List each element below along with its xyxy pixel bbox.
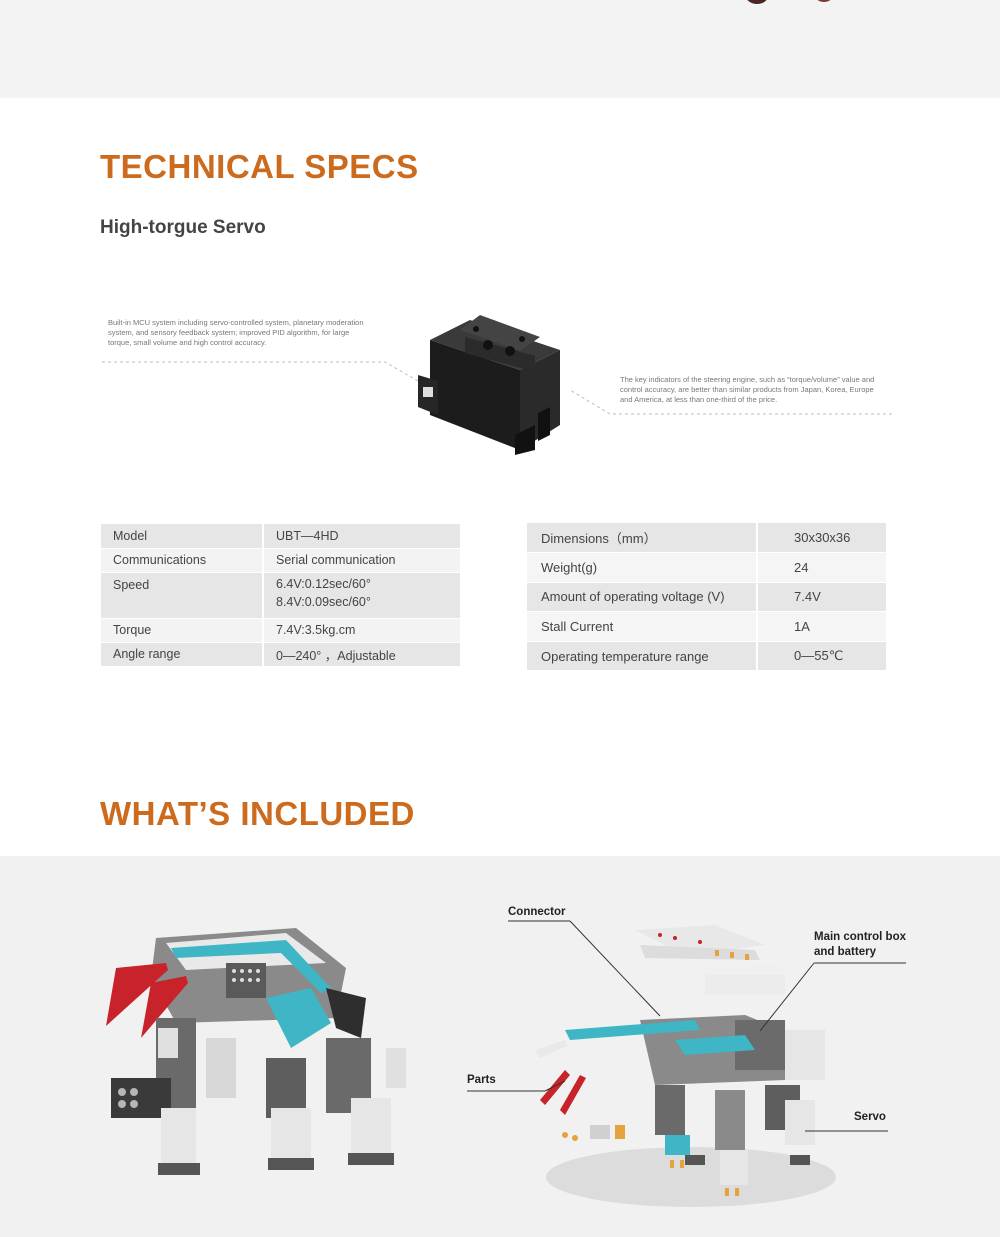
table-row: Angle range 0—240° ，Adjustable [101,642,460,667]
callout-mcu-system: Built-in MCU system including servo-cont… [108,318,364,347]
spec-key: Amount of operating voltage (V) [527,582,758,613]
label-line: and battery [814,946,876,958]
table-row: Operating temperature range 0—55℃ [527,641,886,672]
whats-included-title: WHAT’S INCLUDED [100,795,415,832]
label-parts: Parts [467,1074,496,1086]
table-row: Amount of operating voltage (V) 7.4V [527,582,886,613]
exploded-callout-lines [467,920,906,1132]
label-line: Main control box [814,931,906,943]
spec-value: UBT—4HD [263,524,460,549]
table-row: Model UBT—4HD [101,524,460,549]
table-row: Torque 7.4V:3.5kg.cm [101,618,460,643]
spec-value: 1A [757,611,886,642]
label-servo: Servo [854,1111,886,1123]
table-row: Dimensions（mm） 30x30x36 [527,523,886,554]
spec-value: 6.4V:0.12sec/60° 8.4V:0.09sec/60° [263,572,460,619]
spec-value: 0—55℃ [757,641,886,672]
servo-image [390,295,610,470]
spec-value: 30x30x36 [757,523,886,554]
callout-lines [102,361,892,415]
spec-table-left: Model UBT—4HD Communications Serial comm… [101,524,460,667]
spec-value-line: 8.4V:0.09sec/60° [276,594,371,609]
previous-image-fragment [746,0,768,4]
spec-key: Angle range [101,642,264,667]
spec-key: Torque [101,618,264,643]
previous-image-fragment [816,0,832,2]
spec-key: Model [101,524,264,549]
assembled-robot-image [96,908,426,1198]
spec-value: Serial communication [263,548,460,573]
spec-value: 0—240° ，Adjustable [263,642,460,667]
spec-value: 7.4V:3.5kg.cm [263,618,460,643]
product-name: High-torgue Servo [100,217,266,238]
spec-key: Operating temperature range [527,641,758,672]
table-row: Weight(g) 24 [527,552,886,583]
spec-table-right: Dimensions（mm） 30x30x36 Weight(g) 24 Amo… [527,523,886,672]
spec-value: 7.4V [757,582,886,613]
spec-key: Speed [101,572,264,619]
exploded-robot-image [465,900,915,1210]
spec-key: Dimensions（mm） [527,523,758,554]
spec-value: 24 [757,552,886,583]
spec-value-line: 6.4V:0.12sec/60° [276,576,371,591]
table-row: Communications Serial communication [101,548,460,573]
technical-specs-title: TECHNICAL SPECS [100,148,419,185]
top-band [0,0,1000,98]
callout-key-indicators: The key indicators of the steering engin… [620,375,875,404]
spec-key: Weight(g) [527,552,758,583]
label-main-control-box: Main control box and battery [814,930,906,960]
table-row: Stall Current 1A [527,611,886,642]
spec-key: Stall Current [527,611,758,642]
table-row: Speed 6.4V:0.12sec/60° 8.4V:0.09sec/60° [101,572,460,619]
spec-key: Communications [101,548,264,573]
label-connector: Connector [508,906,566,918]
